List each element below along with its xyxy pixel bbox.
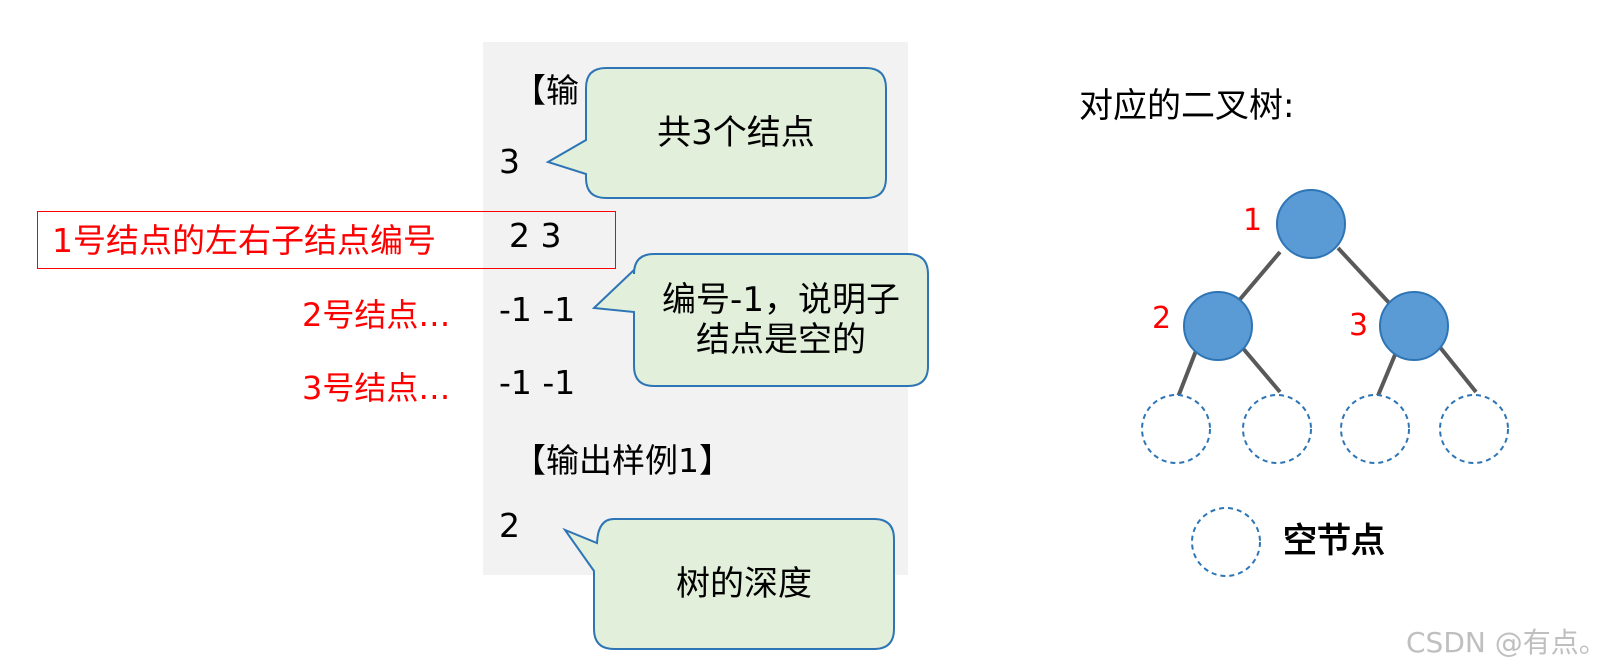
empty-node	[1141, 394, 1211, 464]
node1-highlight-box	[37, 211, 616, 269]
empty-node	[1340, 394, 1410, 464]
tree-node-2	[1183, 291, 1253, 361]
node3-annotation: 3号结点…	[302, 369, 451, 407]
tree-title: 对应的二叉树:	[1079, 86, 1295, 126]
callout-minus-one-line1: 编号-1，说明子	[662, 280, 900, 320]
empty-nodes	[1141, 394, 1509, 577]
input-line-node1: 2 3	[509, 216, 562, 255]
edge-3-right	[1437, 344, 1478, 394]
tree-nodes	[1183, 189, 1449, 361]
callout-minus-one-line2: 结点是空的	[696, 320, 866, 360]
callout-depth-text: 树的深度	[676, 564, 812, 604]
tree-node-1-label: 1	[1243, 203, 1263, 238]
watermark: CSDN @有点。	[1406, 626, 1607, 659]
tree-node-2-label: 2	[1152, 301, 1172, 336]
node1-annotation: 1号结点的左右子结点编号	[52, 221, 436, 260]
output-value: 2	[499, 506, 520, 545]
input-line-count: 3	[499, 142, 520, 181]
edge-3-left	[1375, 349, 1399, 399]
edge-1-2	[1234, 250, 1282, 306]
callout-depth-shape	[562, 518, 895, 650]
legend-empty-node-label: 空节点	[1283, 521, 1385, 561]
callout-count-shape	[545, 67, 887, 199]
tree-node-3	[1379, 291, 1449, 361]
tree-node-1	[1276, 189, 1346, 259]
node2-annotation: 2号结点…	[302, 296, 451, 334]
empty-node	[1439, 394, 1509, 464]
legend-empty-node-icon	[1191, 507, 1261, 577]
tree-edges	[1176, 246, 1478, 399]
callout-count-text: 共3个结点	[657, 113, 815, 153]
empty-node	[1242, 394, 1312, 464]
edge-1-3	[1336, 246, 1394, 308]
input-line-node2: -1 -1	[499, 290, 576, 329]
tree-node-3-label: 3	[1349, 308, 1369, 343]
input-sample-header: 【输	[513, 71, 579, 110]
output-sample-header: 【输出样例1】	[513, 441, 732, 480]
edge-2-right	[1239, 344, 1282, 394]
input-line-node3: -1 -1	[499, 363, 576, 402]
callout-minus-one-shape	[591, 253, 929, 387]
